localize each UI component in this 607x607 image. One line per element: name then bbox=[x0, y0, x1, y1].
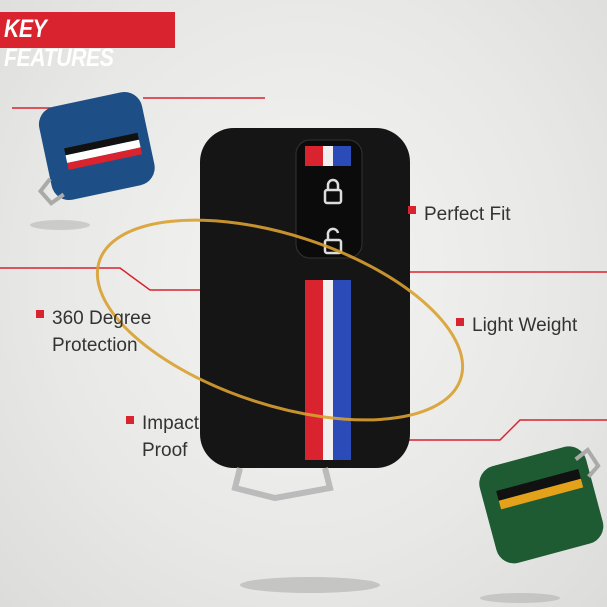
feature-line-2: Proof bbox=[142, 440, 188, 461]
orbit-ring bbox=[95, 218, 465, 422]
feature-perfect-fit: Perfect Fit bbox=[424, 204, 511, 225]
bullet-icon bbox=[36, 310, 44, 318]
bullet-icon bbox=[456, 318, 464, 326]
bullet-icon bbox=[408, 206, 416, 214]
blue-key-fob bbox=[37, 91, 155, 206]
feature-line-1: Impact bbox=[142, 413, 200, 434]
bullet-icon bbox=[126, 416, 134, 424]
feature-light-weight: Light Weight bbox=[472, 315, 578, 336]
banner-title: KEY FEATURES bbox=[4, 15, 114, 72]
main-key-fob bbox=[200, 128, 410, 502]
green-key-fob bbox=[479, 446, 604, 564]
feature-line-1: 360 Degree bbox=[52, 308, 152, 329]
feature-line-2: Protection bbox=[52, 335, 138, 356]
key-features-banner: KEY FEATURES bbox=[0, 12, 175, 72]
